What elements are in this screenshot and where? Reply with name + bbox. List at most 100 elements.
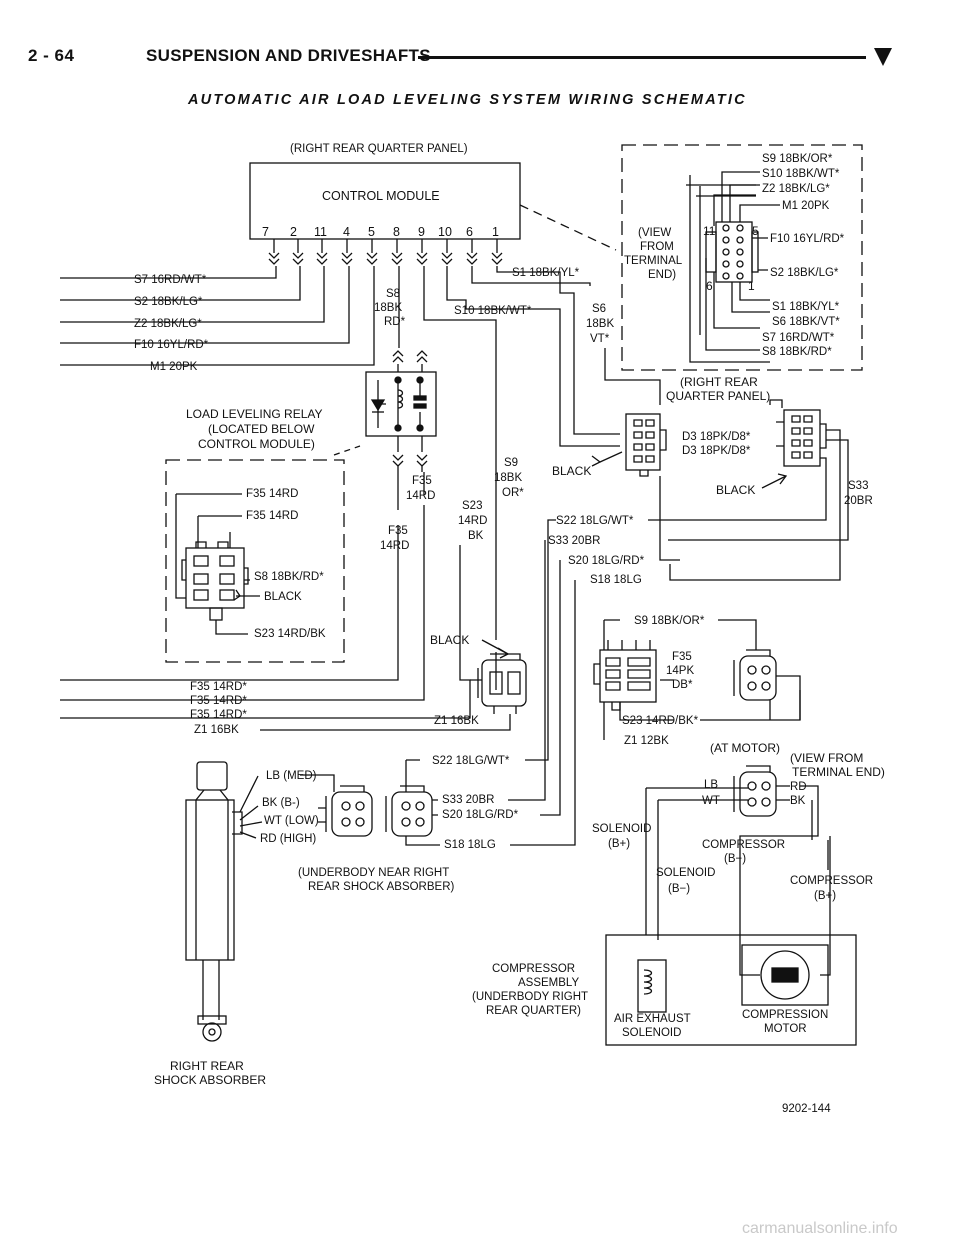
s23-label-2: 14RD: [458, 515, 487, 527]
underbody-label-2: REAR SHOCK ABSORBER): [308, 881, 455, 893]
lower-black-label: BLACK: [430, 633, 469, 647]
left-wire-4: F10 16YL/RD*: [134, 339, 209, 351]
f35b-label-1: F35: [388, 525, 408, 537]
cv-wire-10: S8 18BK/RD*: [762, 346, 832, 358]
wire-m1: [60, 266, 375, 366]
compression-motor-body: [741, 944, 829, 1006]
assembly-3: (UNDERBODY RIGHT: [472, 991, 588, 1003]
air-exhaust-solenoid-body: [637, 959, 667, 1013]
s33-label-1: S33: [848, 480, 868, 492]
module-pin-7: 9: [418, 225, 425, 239]
ub-wire-4: S18 18LG: [444, 839, 496, 851]
watermark: carmanualsonline.info: [742, 1220, 898, 1237]
rq-black-a: BLACK: [552, 464, 591, 478]
rq-connector-b: [769, 399, 827, 467]
module-pin-terminals: [268, 239, 503, 265]
motor-s23-label: S23 14RD/BK*: [622, 715, 699, 727]
shock-label-1: RIGHT REAR: [170, 1059, 244, 1073]
cv-wire-7: S1 18BK/YL*: [772, 301, 840, 313]
cv-wire-3: Z2 18BK/LG*: [762, 183, 830, 195]
ub-wire-2: S33 20BR: [442, 794, 494, 806]
shock-wire-1: LB (MED): [266, 770, 317, 782]
view-label-1: (VIEW: [638, 227, 671, 239]
module-pin-1: 7: [262, 225, 269, 239]
shock-wire-4: RD (HIGH): [260, 833, 316, 845]
comp-view-1: (VIEW FROM: [790, 751, 863, 765]
left-wire-5: M1 20PK: [150, 361, 198, 373]
s1-label: S1 18BK/YL*: [512, 267, 580, 279]
ub-wire-1: S22 18LG/WT*: [432, 755, 510, 767]
cv-wire-9: S7 16RD/WT*: [762, 332, 835, 344]
module-pin-5: 5: [368, 225, 375, 239]
mid-wire-2: S33 20BR: [548, 535, 600, 547]
sol-bplus-1: SOLENOID: [592, 823, 651, 835]
underbody-label-1: (UNDERBODY NEAR RIGHT: [298, 867, 449, 879]
wire-s6: [471, 266, 661, 405]
pin-bk: BK: [790, 795, 806, 807]
pin-rd: RD: [790, 781, 807, 793]
cv-wire-4: M1 20PK: [782, 200, 830, 212]
f35b-label-2: 14RD: [380, 540, 409, 552]
cv-wire-2: S10 18BK/WT*: [762, 168, 840, 180]
module-pin-10: 1: [492, 225, 499, 239]
wire-s22-rq: [648, 457, 827, 521]
lower-wire-3: F35 14RD*: [190, 709, 247, 721]
down-triangle-icon: [874, 48, 892, 66]
relay-label-3: CONTROL MODULE): [198, 437, 315, 451]
cv-wire-1: S9 18BK/OR*: [762, 153, 833, 165]
mid-wire-4: S18 18LG: [590, 574, 642, 586]
lower-left-connector: [260, 639, 527, 731]
comp-bminus-1: COMPRESSOR: [702, 839, 785, 851]
figure-id: 9202-144: [782, 1103, 831, 1115]
d3-label-a: D3 18PK/D8*: [682, 431, 751, 443]
relay-internals: [370, 376, 427, 432]
compressor-assembly-box: [605, 934, 857, 1046]
schematic-title: AUTOMATIC AIR LOAD LEVELING SYSTEM WIRIN…: [188, 92, 747, 108]
mid-wire-1: S22 18LG/WT*: [556, 515, 634, 527]
motor-1: COMPRESSION: [742, 1009, 828, 1021]
rq-location-2: QUARTER PANEL): [666, 389, 770, 403]
left-wire-2: S2 18BK/LG*: [134, 296, 203, 308]
lower-wire-4: Z1 16BK: [194, 724, 239, 736]
pin-lb: LB: [704, 779, 718, 791]
relay-wire-1: F35 14RD: [246, 488, 298, 500]
f35a-label-1: F35: [412, 475, 432, 487]
wire-s1: [496, 266, 620, 435]
motor-2: MOTOR: [764, 1023, 807, 1035]
header-rule: [418, 56, 866, 59]
s23-label-1: S23: [462, 500, 482, 512]
module-name: CONTROL MODULE: [322, 189, 440, 203]
control-module-box: [249, 162, 521, 240]
sol-bminus-1: SOLENOID: [656, 867, 715, 879]
exhaust-1: AIR EXHAUST: [614, 1013, 691, 1025]
motor-side-connector: [700, 619, 801, 721]
page-header: 2 - 64 SUSPENSION AND DRIVESHAFTS: [28, 44, 892, 74]
module-pin-2: 2: [290, 225, 297, 239]
shock-wire-3: WT (LOW): [264, 815, 319, 827]
relay-wire-4: BLACK: [264, 591, 302, 603]
lower-wire-1: F35 14RD*: [190, 681, 247, 693]
s9-label-1: S9: [504, 457, 518, 469]
connector-view-body: [686, 171, 780, 363]
wire-z2: [60, 266, 325, 323]
relay-label-2: (LOCATED BELOW: [208, 422, 315, 436]
relay-view-body: [175, 493, 260, 635]
cv-pin-11: 11: [703, 224, 716, 238]
relay-label-1: LOAD LEVELING RELAY: [186, 407, 323, 421]
motor-relay-connector: [593, 619, 674, 740]
wire-f35-1: [60, 525, 399, 681]
exhaust-2: SOLENOID: [622, 1027, 681, 1039]
relay-wire-5: S23 14RD/BK: [254, 628, 326, 640]
comp-bplus-2: (B+): [814, 890, 836, 902]
cv-pin-5: 5: [752, 224, 759, 238]
view-label-3: TERMINAL: [624, 255, 683, 267]
view-leader: [519, 204, 617, 251]
sol-bminus-2: (B−): [668, 883, 690, 895]
relay-wire-3: S8 18BK/RD*: [254, 571, 324, 583]
mid-wire-3: S20 18LG/RD*: [568, 555, 645, 567]
s8-label-3: RD*: [384, 316, 406, 328]
compressor-terminal-connector: [724, 765, 819, 860]
s6-label-2: 18BK: [586, 318, 614, 330]
comp-bminus-2: (B−): [724, 853, 746, 865]
